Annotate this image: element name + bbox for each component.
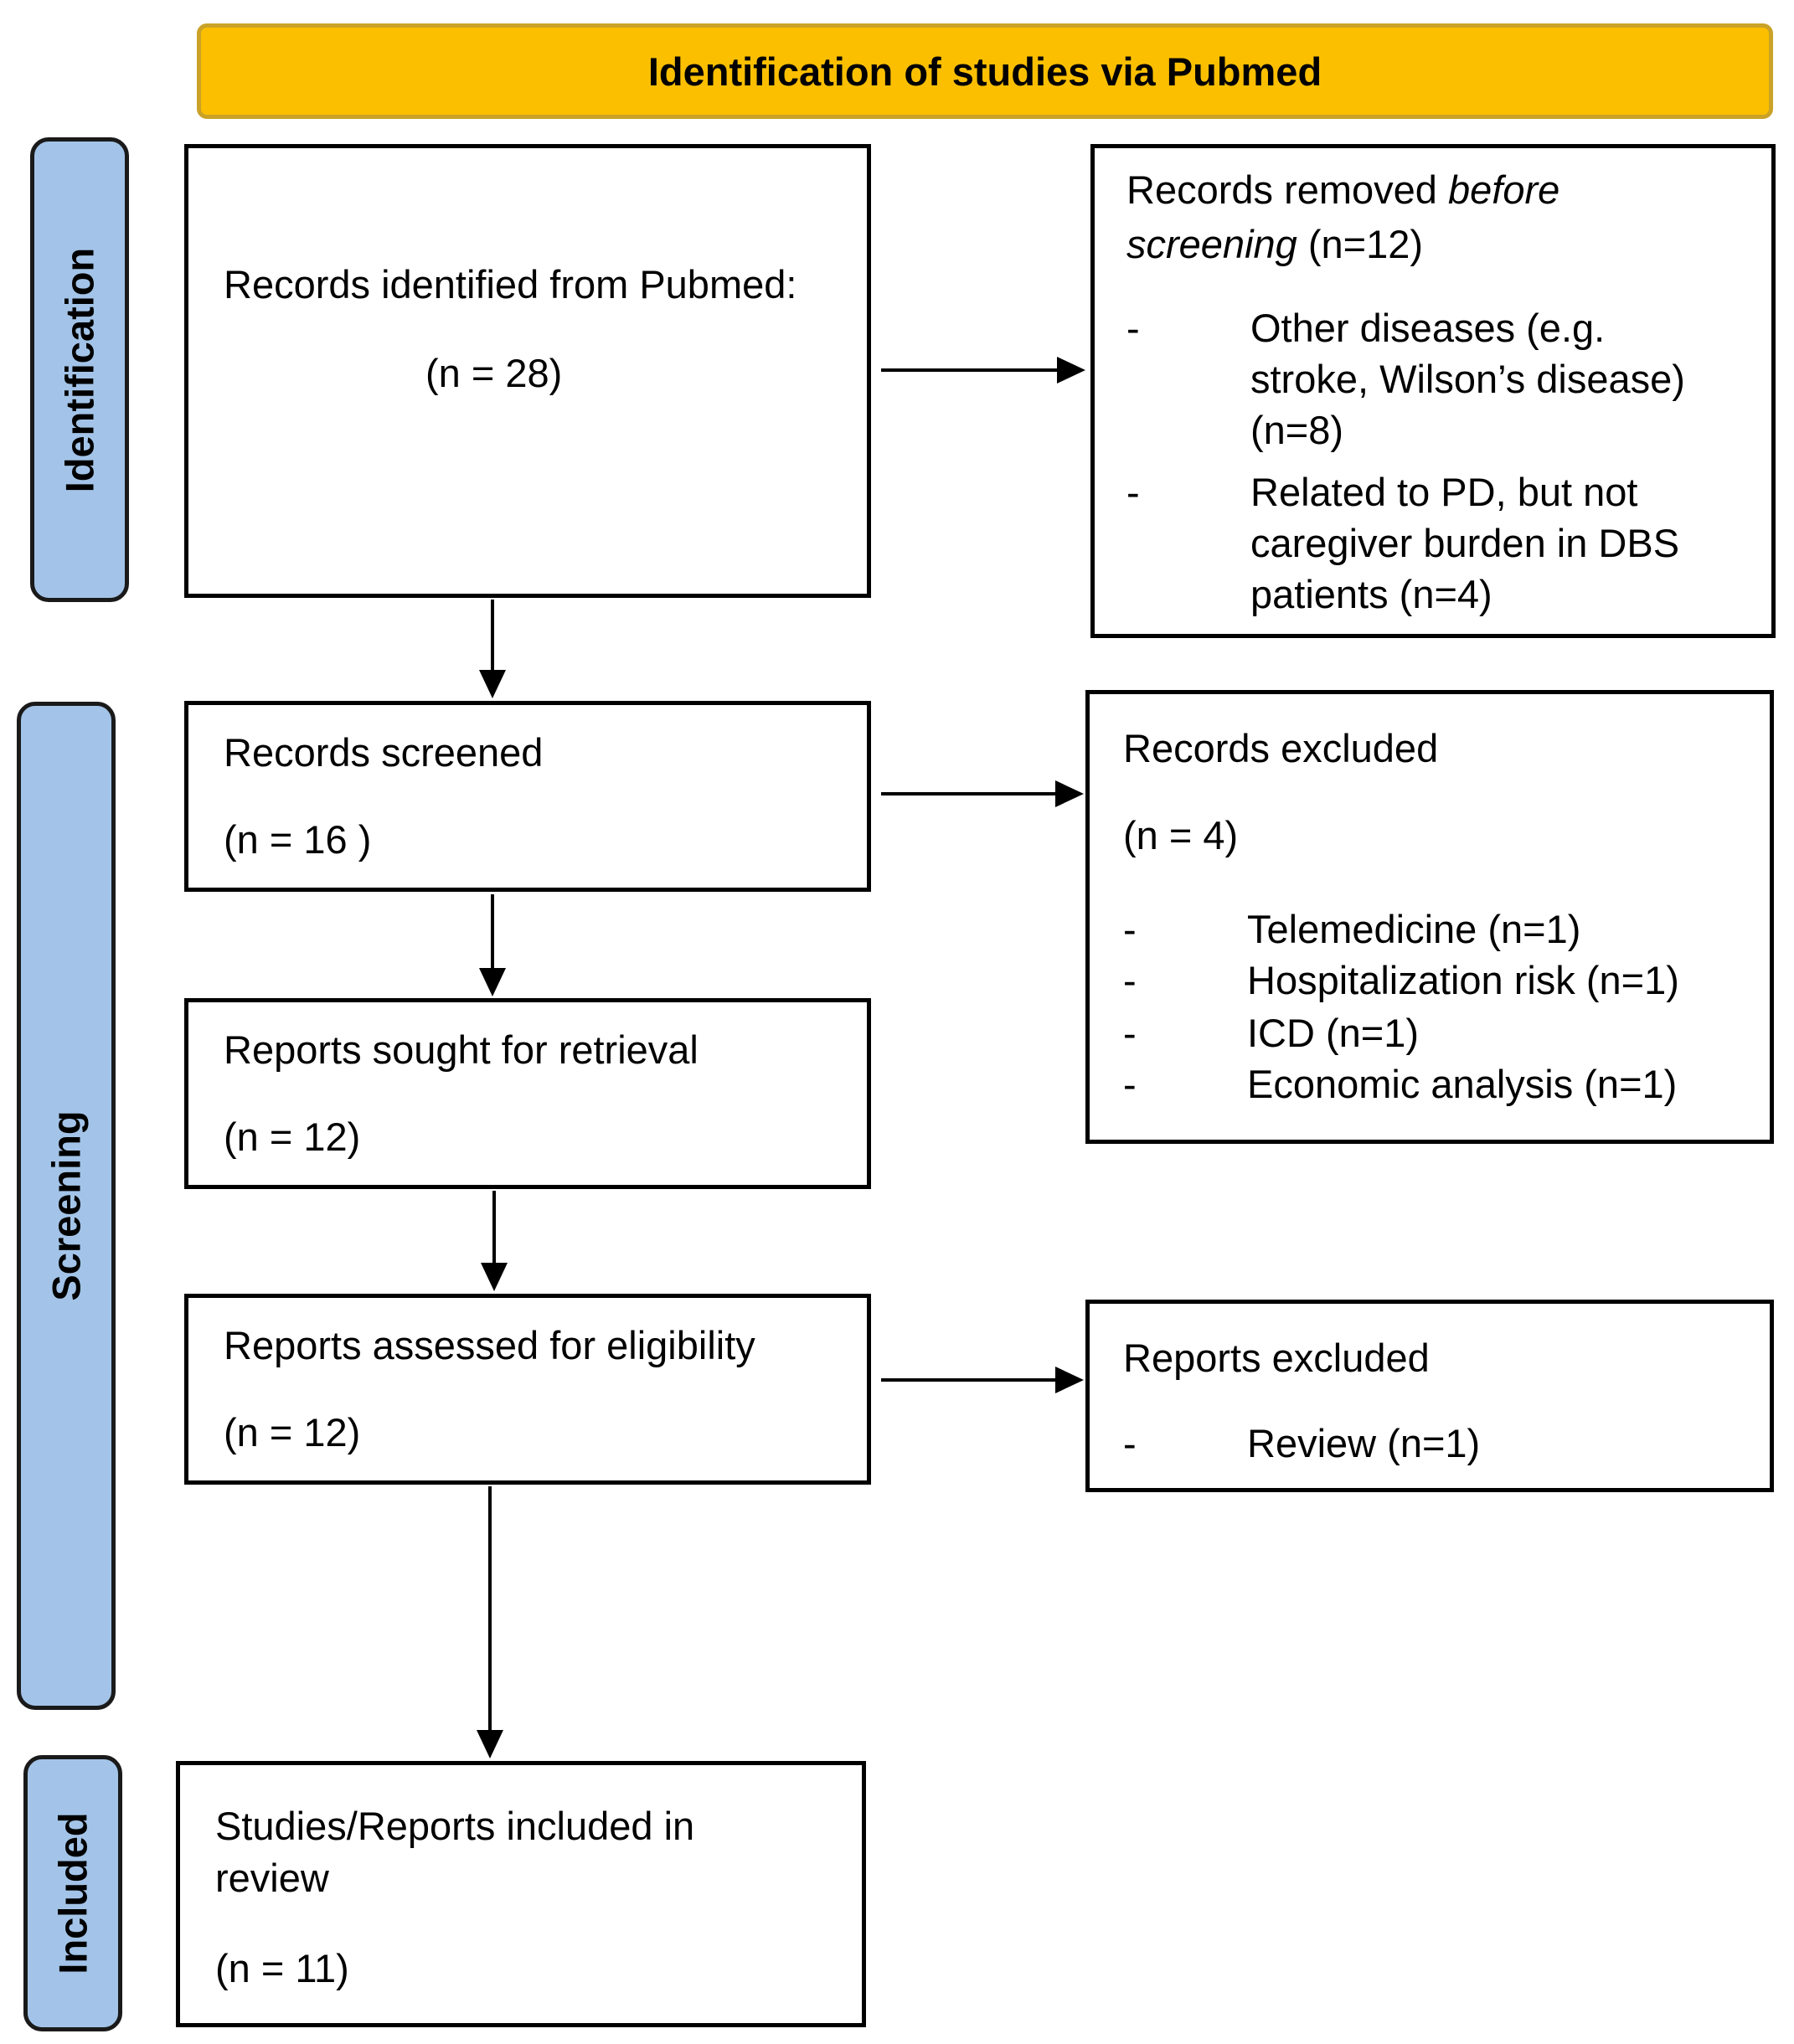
included-count: (n = 11)	[215, 1946, 349, 1990]
arrowhead	[1055, 1367, 1084, 1393]
arrowhead	[481, 1263, 508, 1291]
records-removed-item: - Other diseases (e.g. stroke, Wilson’s …	[1126, 302, 1685, 456]
records-removed-box: Records removed before screening (n=12) …	[1090, 144, 1776, 638]
included-box: Studies/Reports included in review (n = …	[176, 1761, 866, 2027]
records-removed-item-line: (n=8)	[1250, 408, 1344, 453]
reports-excluded-item-label: Review (n=1)	[1247, 1421, 1481, 1465]
records-excluded-item-label: ICD (n=1)	[1247, 1011, 1420, 1055]
reports-assessed-count: (n = 12)	[224, 1410, 361, 1454]
stage-screening: Screening	[17, 702, 116, 1710]
stage-identification: Identification	[30, 137, 129, 602]
arrowhead	[479, 968, 506, 996]
records-excluded-item-label: Hospitalization risk (n=1)	[1247, 958, 1679, 1002]
records-identified-count: (n = 28)	[425, 351, 563, 395]
bullet-dash: -	[1123, 958, 1137, 1002]
records-excluded-count: (n = 4)	[1123, 813, 1239, 857]
records-excluded-item-label: Economic analysis (n=1)	[1247, 1062, 1678, 1106]
bullet-dash: -	[1123, 1011, 1137, 1055]
records-excluded-item: - Telemedicine (n=1)	[1123, 904, 1580, 955]
records-excluded-item: - Hospitalization risk (n=1)	[1123, 955, 1679, 1006]
banner: Identification of studies via Pubmed	[197, 23, 1773, 119]
records-removed-item-line: caregiver burden in DBS	[1250, 521, 1680, 566]
stage-included: Included	[23, 1755, 122, 2031]
records-excluded-item: - Economic analysis (n=1)	[1123, 1058, 1677, 1110]
records-excluded-box: Records excluded (n = 4) - Telemedicine …	[1085, 690, 1774, 1144]
records-removed-item: - Related to PD, but not caregiver burde…	[1126, 466, 1679, 620]
bullet-dash: -	[1123, 1062, 1137, 1106]
arrowhead	[479, 670, 506, 698]
included-label: Studies/Reports included in	[215, 1804, 695, 1848]
banner-title: Identification of studies via Pubmed	[647, 49, 1322, 94]
reports-assessed-box: Reports assessed for eligibility (n = 12…	[184, 1294, 871, 1485]
arrowhead	[477, 1730, 503, 1758]
records-screened-label: Records screened	[224, 730, 544, 775]
reports-excluded-label: Reports excluded	[1123, 1336, 1430, 1380]
reports-excluded-box: Reports excluded - Review (n=1)	[1085, 1300, 1774, 1492]
records-screened-count: (n = 16 )	[224, 817, 372, 862]
records-identified-label: Records identified from Pubmed:	[224, 262, 797, 306]
records-excluded-label: Records excluded	[1123, 726, 1439, 770]
reports-assessed-label: Reports assessed for eligibility	[224, 1323, 755, 1367]
bullet-dash: -	[1126, 306, 1140, 350]
records-screened-box: Records screened (n = 16 )	[184, 701, 871, 892]
records-removed-item-line: Related to PD, but not	[1250, 470, 1638, 514]
reports-sought-count: (n = 12)	[224, 1115, 361, 1159]
records-excluded-item-label: Telemedicine (n=1)	[1247, 907, 1581, 951]
reports-sought-label: Reports sought for retrieval	[224, 1027, 699, 1072]
records-removed-title-em2: screening	[1126, 222, 1297, 266]
included-label-line2: review	[215, 1856, 329, 1900]
records-removed-title-line2: screening (n=12)	[1126, 222, 1424, 266]
reports-excluded-item: - Review (n=1)	[1123, 1418, 1480, 1469]
bullet-dash: -	[1126, 470, 1140, 514]
records-removed-item-line: patients (n=4)	[1250, 572, 1492, 617]
bullet-dash: -	[1123, 1421, 1137, 1465]
arrowhead	[1057, 357, 1085, 384]
records-removed-item-line: stroke, Wilson’s disease)	[1250, 357, 1685, 402]
records-removed-title-em: before	[1448, 167, 1560, 212]
records-removed-item-line: Other diseases (e.g.	[1250, 306, 1606, 350]
bullet-dash: -	[1123, 907, 1137, 951]
records-identified-box: Records identified from Pubmed: (n = 28)	[184, 144, 871, 598]
arrowhead	[1055, 780, 1084, 807]
records-removed-title: Records removed before	[1126, 167, 1560, 212]
records-excluded-item: - ICD (n=1)	[1123, 1007, 1419, 1058]
reports-sought-box: Reports sought for retrieval (n = 12)	[184, 998, 871, 1189]
